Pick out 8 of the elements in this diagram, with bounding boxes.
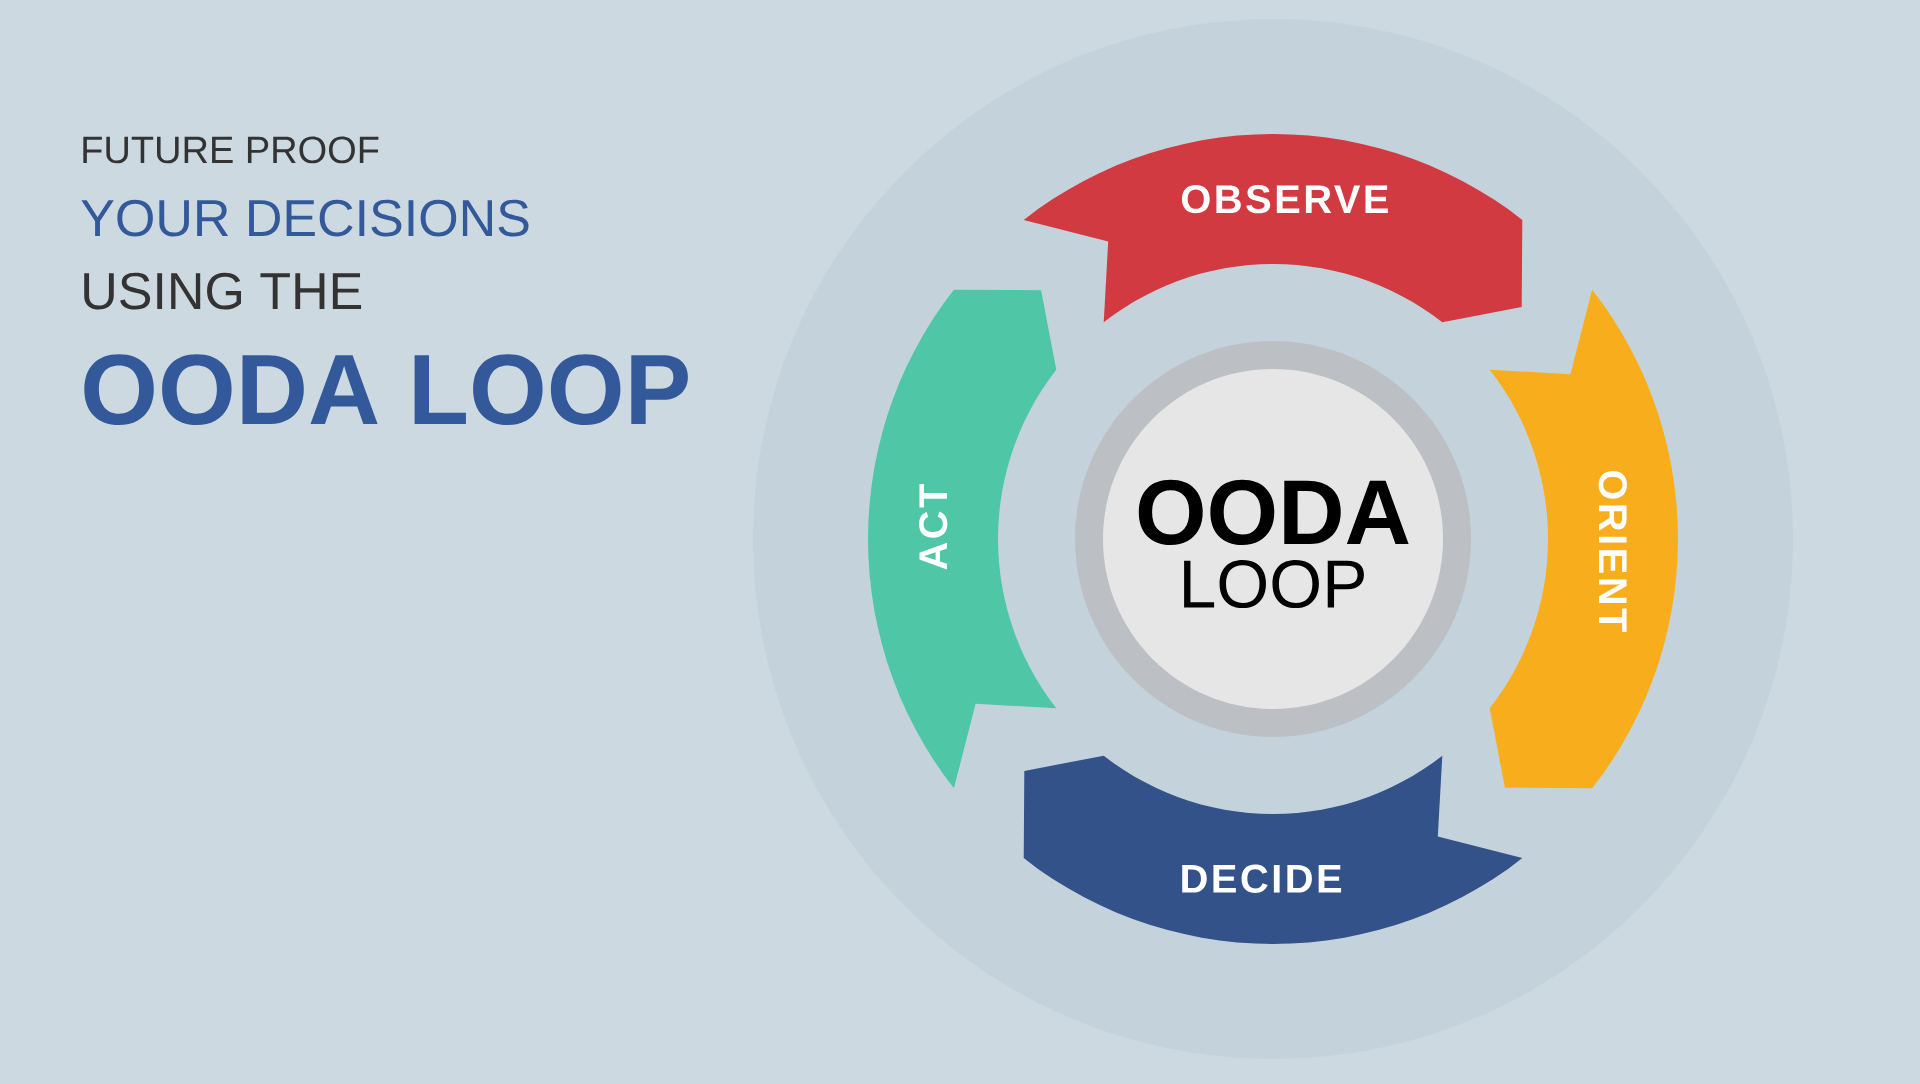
arrow-segment: ORIENT <box>1489 289 1678 789</box>
arrow-segment: ACT <box>868 289 1057 789</box>
heading-text: OODA LOOP <box>84 354 688 425</box>
heading-text: FUTURE PROOF <box>83 136 379 164</box>
arrow-segment: DECIDE <box>1023 755 1523 944</box>
heading-text: USING THE <box>84 272 362 310</box>
heading-text: YOUR DECISIONS <box>81 199 529 237</box>
arrow-segment: OBSERVE <box>1023 134 1523 323</box>
